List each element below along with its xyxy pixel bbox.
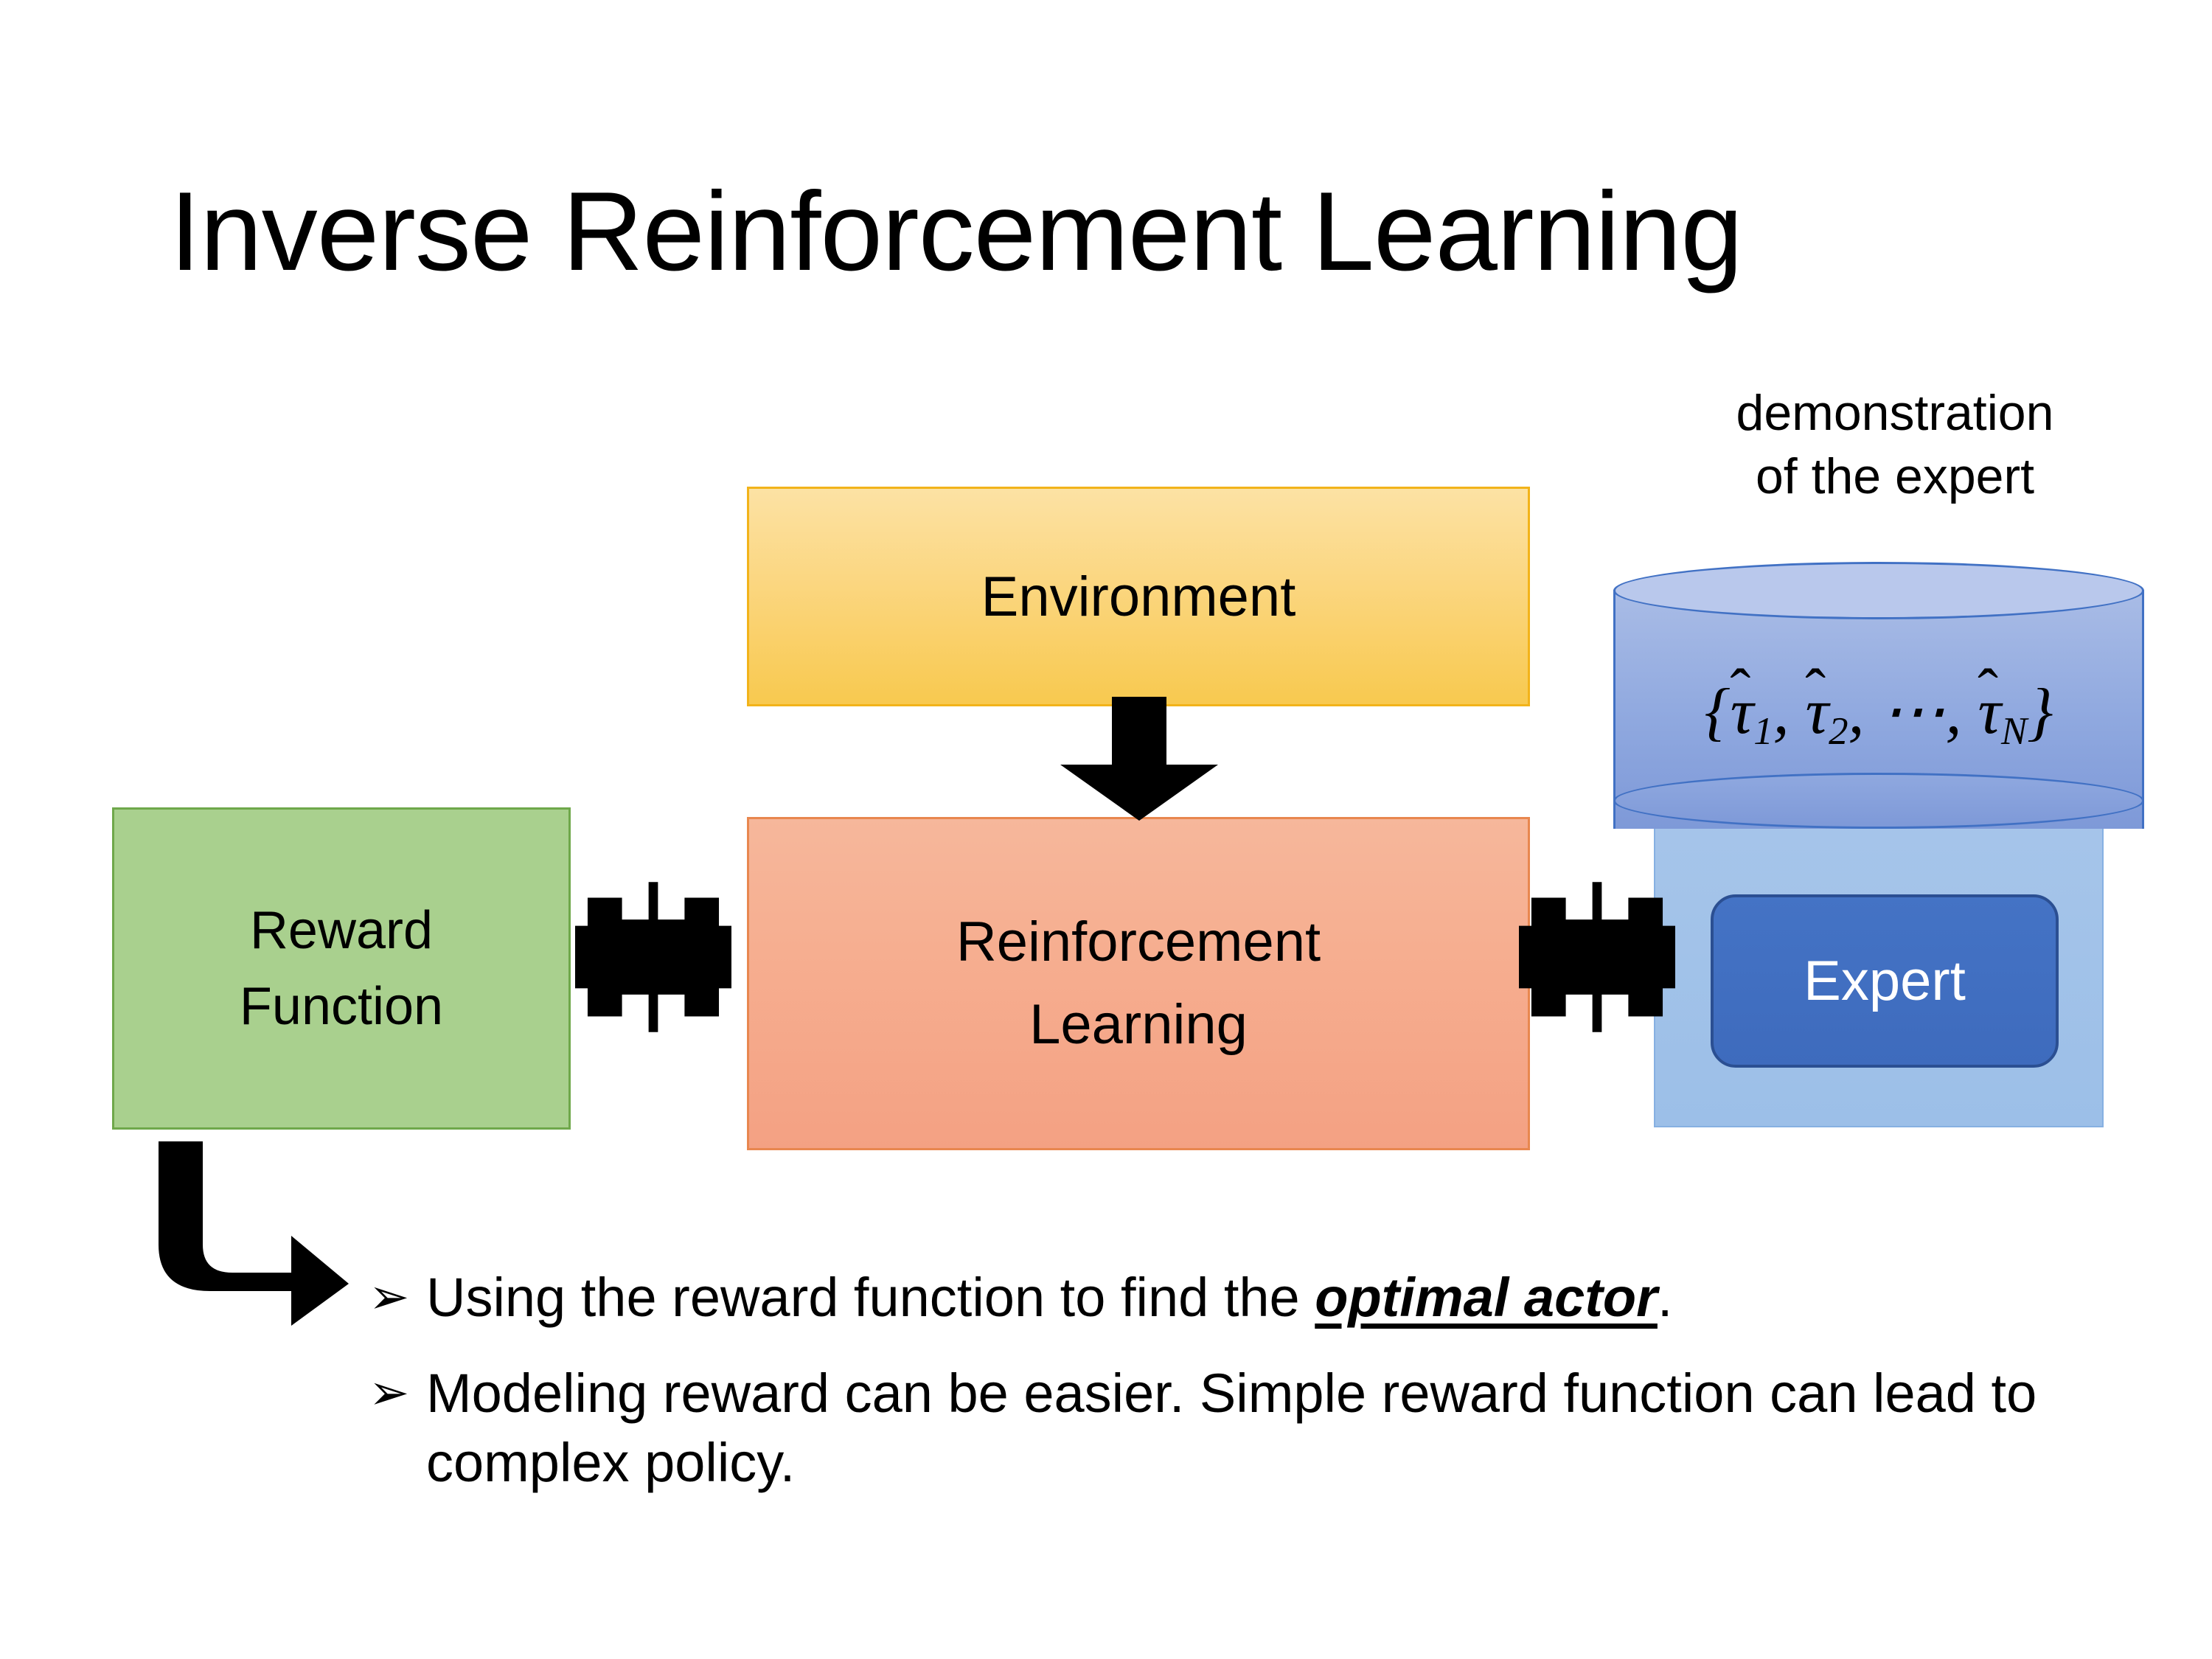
elbow-arrow-icon bbox=[159, 1141, 349, 1326]
bullet-1-text-after: . bbox=[1657, 1267, 1673, 1328]
bullet-2-text-before: Modeling reward can be easier. Simple re… bbox=[426, 1362, 2037, 1493]
demonstration-caption: demonstration of the expert bbox=[1644, 382, 2146, 508]
bullet-1-text-before: Using the reward function to find the bbox=[426, 1267, 1315, 1328]
bullet-text-2: Modeling reward can be easier. Simple re… bbox=[426, 1359, 2094, 1498]
four-way-arrow-icon-left bbox=[575, 882, 731, 1032]
demonstration-caption-line-1: demonstration bbox=[1736, 385, 2054, 441]
reinforcement-learning-box: Reinforcement Learning bbox=[747, 817, 1530, 1150]
tau-n-glyph: τ bbox=[1978, 676, 2002, 748]
environment-box: Environment bbox=[747, 487, 1530, 706]
expert-box: Expert bbox=[1711, 894, 2059, 1068]
tau-2-hat-accent: ˆ bbox=[1805, 657, 1826, 726]
formula-open-brace: { bbox=[1704, 676, 1731, 748]
bullet-arrow-icon: ➢ bbox=[369, 1269, 410, 1324]
list-item: ➢ Using the reward function to find the … bbox=[369, 1263, 2094, 1332]
reward-function-box-label: Reward Function bbox=[240, 893, 443, 1043]
tau-n-hat-accent: ˆ bbox=[1978, 657, 1998, 726]
tau-2-subscript: 2 bbox=[1829, 709, 1848, 753]
rl-label-line-2: Learning bbox=[1029, 993, 1248, 1056]
tau-1-glyph: τ bbox=[1730, 676, 1754, 748]
tau-n-subscript: N bbox=[2001, 709, 2028, 753]
four-way-arrow-icon-right bbox=[1519, 882, 1675, 1032]
bullet-list: ➢ Using the reward function to find the … bbox=[369, 1263, 2094, 1524]
bullet-arrow-icon: ➢ bbox=[369, 1364, 410, 1419]
page-title: Inverse Reinforcement Learning bbox=[170, 169, 1743, 294]
tau-2-glyph: τ bbox=[1805, 676, 1829, 748]
rl-label-line-1: Reinforcement bbox=[956, 910, 1321, 973]
environment-box-label: Environment bbox=[981, 565, 1296, 628]
reward-function-box: Reward Function bbox=[112, 807, 571, 1130]
list-item: ➢ Modeling reward can be easier. Simple … bbox=[369, 1359, 2094, 1498]
reward-label-line-2: Function bbox=[239, 976, 444, 1036]
expert-box-label: Expert bbox=[1804, 950, 1966, 1012]
reinforcement-learning-box-label: Reinforcement Learning bbox=[956, 901, 1321, 1067]
formula-separator-3: , bbox=[1945, 676, 1978, 748]
bullet-1-emphasis: optimal actor bbox=[1315, 1267, 1658, 1328]
formula-separator-1: , bbox=[1773, 676, 1806, 748]
bullet-text-1: Using the reward function to find the op… bbox=[426, 1263, 2094, 1332]
cylinder-bottom-ellipse bbox=[1613, 773, 2144, 829]
formula-ellipsis: ⋯ bbox=[1880, 676, 1946, 748]
cylinder-top-ellipse bbox=[1613, 562, 2144, 619]
demonstration-caption-line-2: of the expert bbox=[1755, 448, 2035, 504]
tau-1-subscript: 1 bbox=[1753, 709, 1773, 753]
formula-close-brace: } bbox=[2027, 676, 2053, 748]
reward-label-line-1: Reward bbox=[249, 901, 434, 961]
down-arrow-icon bbox=[1060, 697, 1218, 821]
tau-1-hat-accent: ˆ bbox=[1730, 657, 1751, 726]
formula-separator-2: , bbox=[1848, 676, 1881, 748]
